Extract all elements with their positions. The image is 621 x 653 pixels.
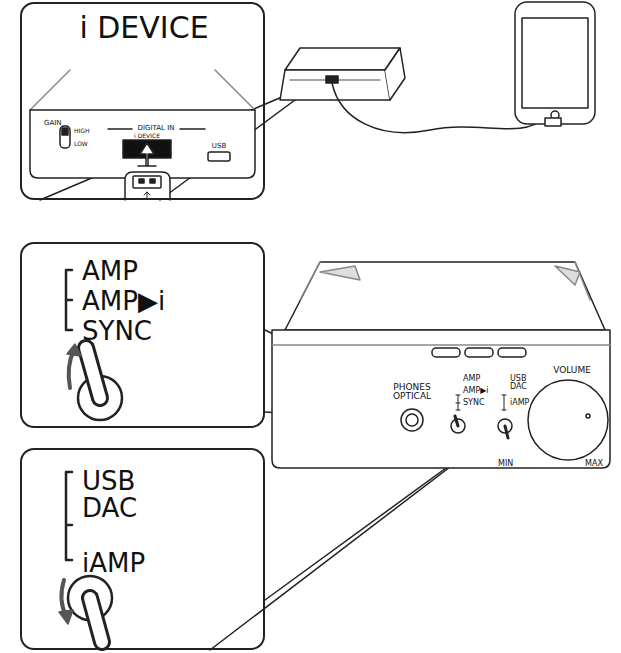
callout-box: AMP AMP▶iSYNC bbox=[20, 242, 265, 428]
panel-label: SYNC bbox=[463, 399, 485, 407]
panel-label: MAX bbox=[585, 460, 603, 468]
panel-label: DIGITAL IN bbox=[138, 125, 175, 132]
panel-label: MIN bbox=[498, 460, 513, 468]
callout-box: USB DAC iAMP bbox=[20, 448, 265, 650]
panel-label: HIGH bbox=[74, 128, 89, 134]
panel-label: VOLUME bbox=[553, 366, 591, 375]
callout-text: SYNC bbox=[82, 318, 152, 345]
callout-text: USB DAC bbox=[82, 468, 152, 523]
panel-label: USB DAC bbox=[510, 375, 530, 392]
panel-label: USB bbox=[212, 143, 226, 150]
panel-label: iAMP bbox=[510, 399, 529, 407]
panel-label: i DEVICE bbox=[134, 133, 160, 139]
callout-text: iAMP bbox=[82, 550, 145, 577]
callout-text: AMP▶i bbox=[82, 288, 165, 315]
panel-label: GAIN bbox=[44, 120, 62, 127]
callout-box: i DEVICE bbox=[20, 2, 265, 200]
panel-label: LOW bbox=[74, 141, 88, 147]
callout-text: i DEVICE bbox=[79, 12, 208, 44]
panel-label: AMP▶i bbox=[463, 387, 489, 395]
panel-label: AMP bbox=[463, 375, 480, 383]
panel-label: PHONES OPTICAL bbox=[392, 383, 432, 402]
callout-text: AMP bbox=[82, 258, 138, 285]
